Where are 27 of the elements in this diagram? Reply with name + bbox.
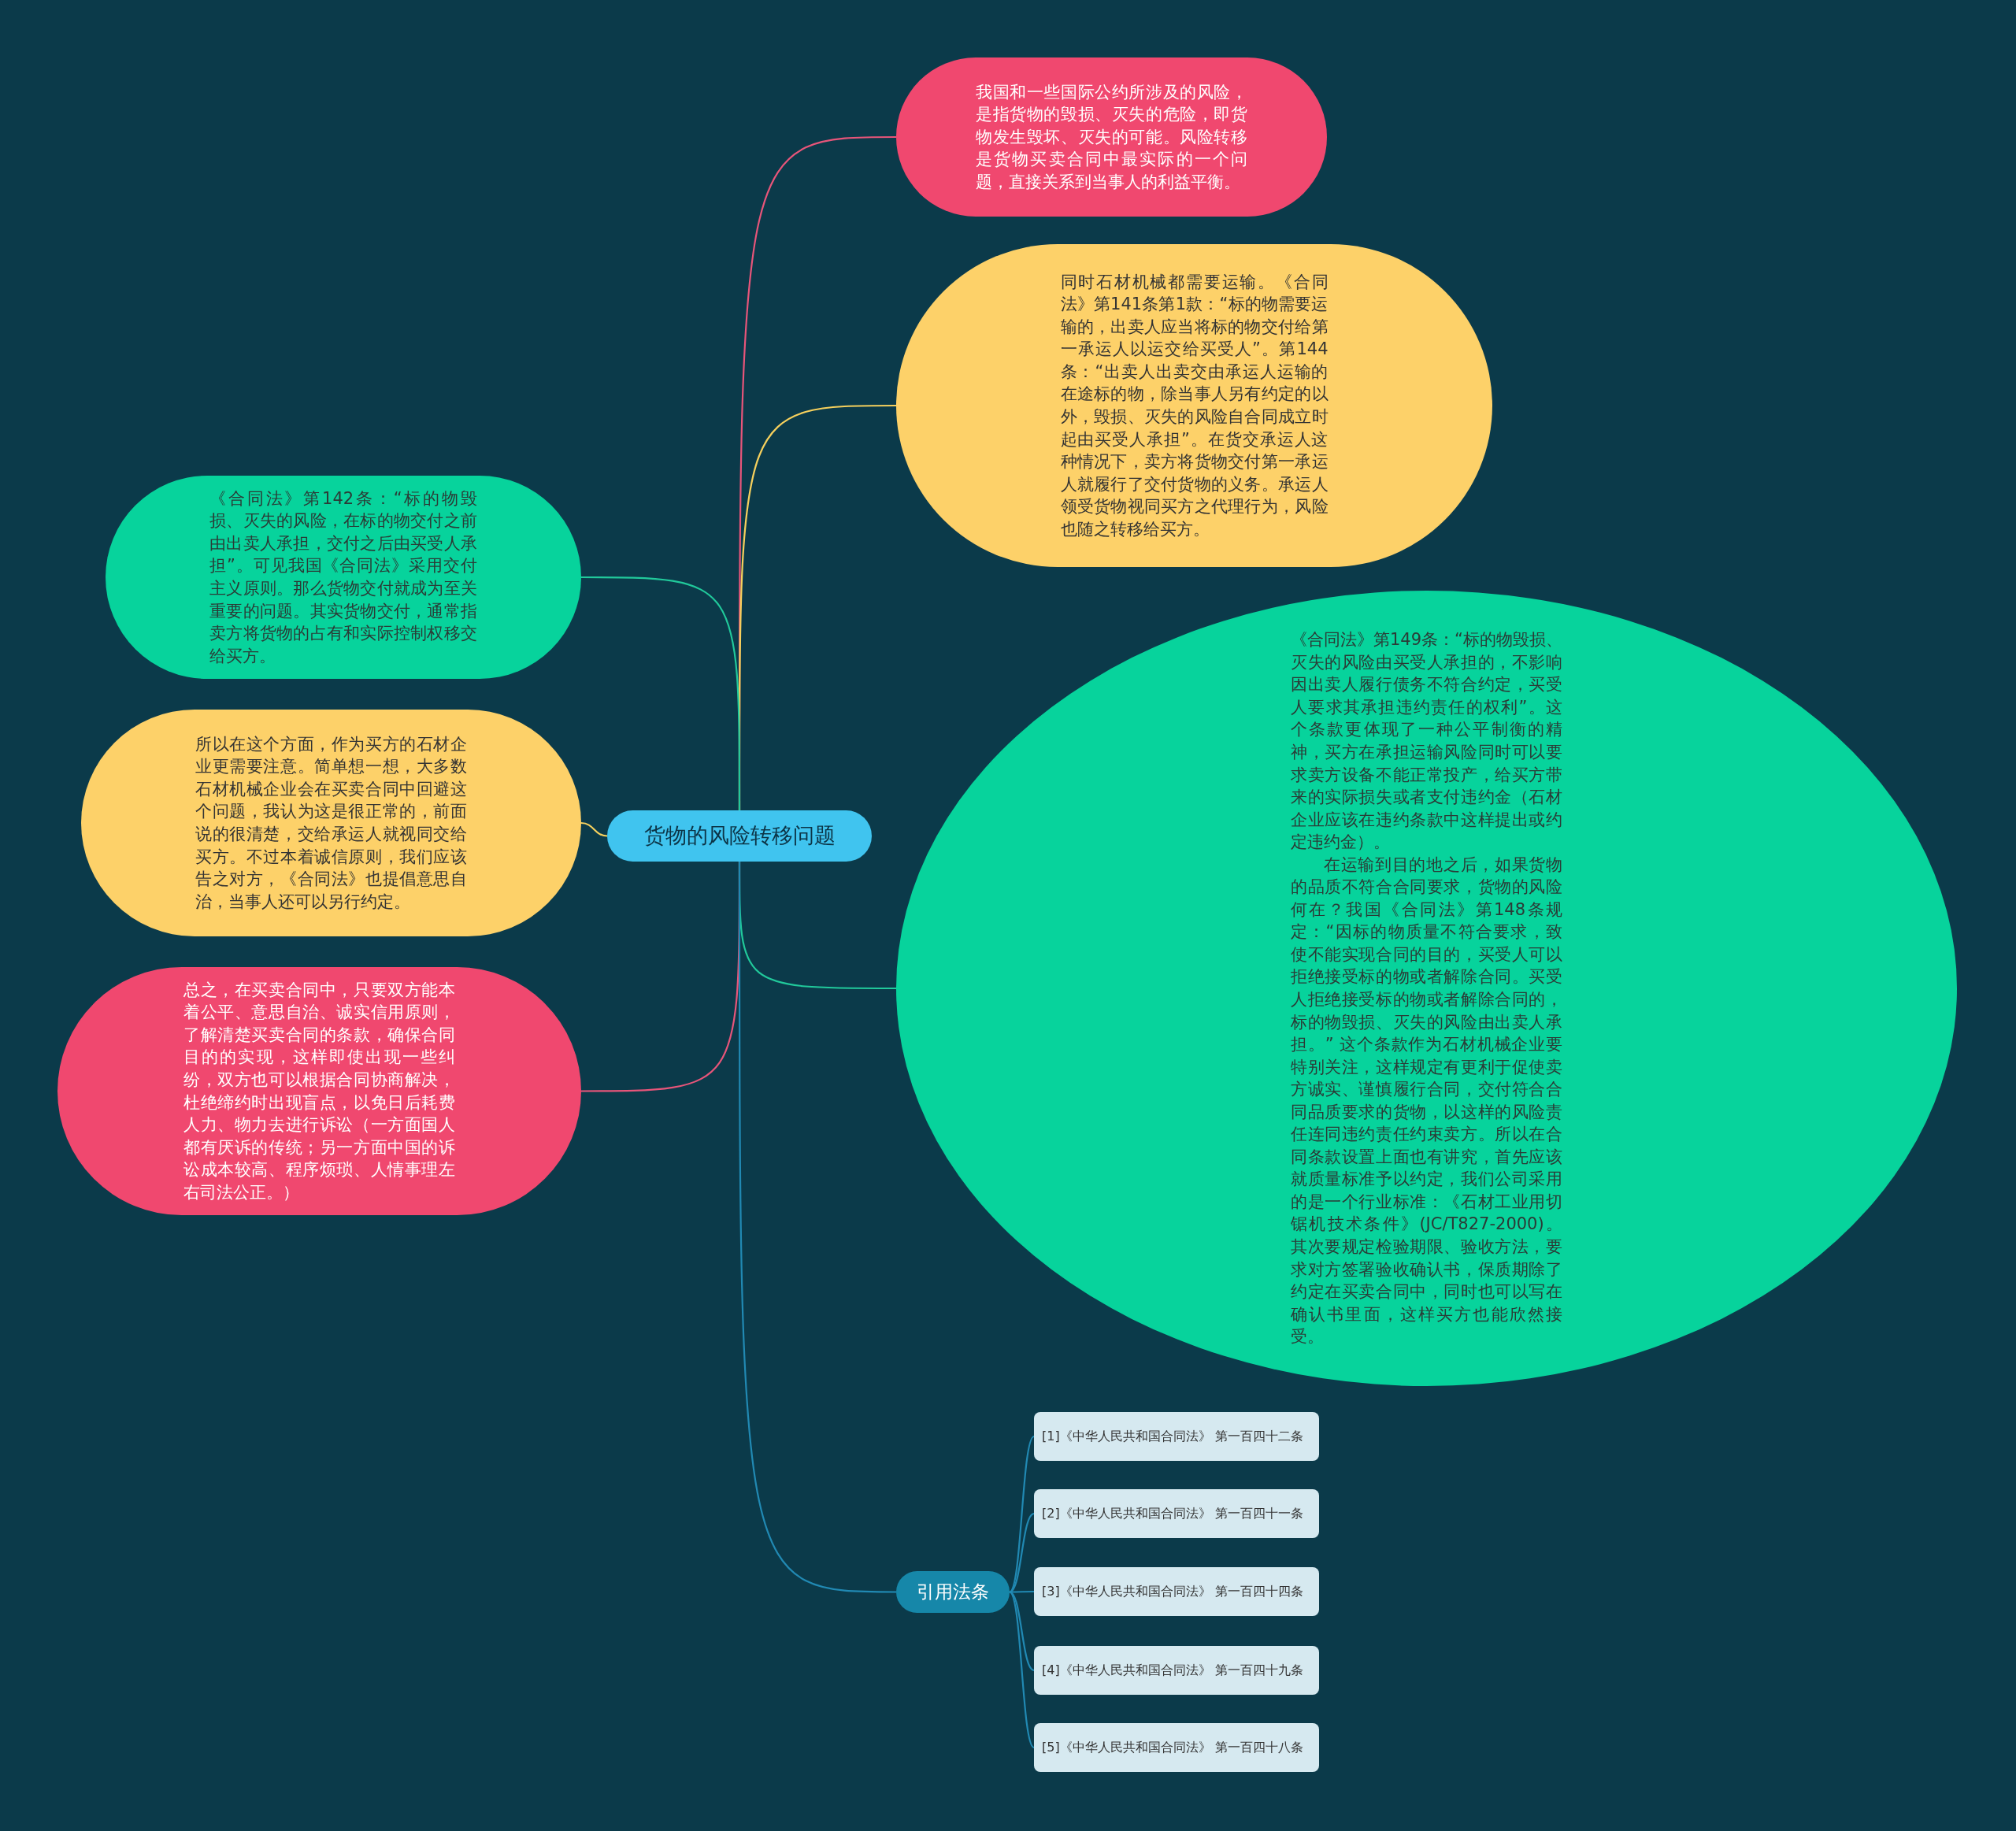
connector-line bbox=[1009, 1436, 1035, 1593]
topic-text: 同时石材机械都需要运输。《合同法》第141条第1款：“标的物需要运输的，出卖人应当将标的物交付给第一承运人以运交给买受人”。第144条：“出卖人出卖交由承运人运输的在途标的物，除当事人另有约定的以外，毁损、灭失的风险自合同成立时起由买受人承担”。在货交承运人这种情况下，卖方将货物交付第一承运人就履行了交付货物的义务。承运人领受货物视同买方之代理行为，风险也随之转移给买方。 bbox=[1060, 271, 1329, 540]
reference-card bbox=[1034, 1646, 1319, 1695]
reference-text: [1]《中华人民共和国合同法》 第一百四十二条 bbox=[1042, 1429, 1303, 1444]
topic-title: 货物的风险转移问题 bbox=[643, 822, 836, 850]
reference-card bbox=[1034, 1723, 1319, 1772]
connector-line bbox=[580, 821, 608, 837]
topic-text: 在运输到目的地之后，如果货物的品质不符合合同要求，货物的风险何在？我国《合同法》第148条规定：“因标的物质量不符合要求，致使不能实现合同的目的，买受人可以拒绝接受标的物或者解除合同。买受人拒绝接受标的物或者解除合同的，标的物毁损、灭失的风险由出卖人承担。” 这个条款作为石材机械企业要特别关注，这样规定有更利于促使卖方诚实、谨慎履行合同，交付符合合同品质要求的货物，以这样的风险责任连同违约责任约束卖方。所以在合同条款设置上面也有讲究，首先应该就质量标准予以约定，我们公司采用的是一个行业标准：《石材工业用切锯机技术条件》(JC/T827-2000)。其次要规定检验期限、验收方法，要求对方签署验收确认书，保质期除了约定在买卖合同中，同时也可以写在确认书里面，这样买方也能欣然接受。 bbox=[1291, 854, 1562, 1348]
subtopic-pill bbox=[896, 1571, 1010, 1613]
reference-card bbox=[1034, 1489, 1319, 1538]
reference-card bbox=[1034, 1412, 1319, 1461]
topic-text: 《合同法》第149条：“标的物毁损、灭失的风险由买受人承担的，不影响因出卖人履行债务不符合约定，买受人要求其承担违约责任的权利”。这个条款更体现了一种公平制衡的精神，买方在承担运输风险同时可以要求卖方设备不能正常投产，给买方带来的实际损失或者支付违约金（石材企业应该在违约条款中这样提出或约定违约金）。 bbox=[1291, 629, 1562, 854]
topic-text: 引用法条 bbox=[916, 1580, 990, 1603]
topic-text: 所以在这个方面，作为买方的石材企业更需要注意。简单想一想，大多数石材机械企业会在买卖合同中回避这个问题，我认为这是很正常的，前面说的很清楚，交给承运人就视同交给买方。不过本着诚信原则，我们应该告之对方，《合同法》也提倡意思自治，当事人还可以另行约定。 bbox=[195, 733, 467, 913]
connector-line bbox=[738, 862, 896, 1593]
connector-line bbox=[1009, 1591, 1035, 1671]
reference-text: [3]《中华人民共和国合同法》 第一百四十四条 bbox=[1042, 1584, 1303, 1599]
connector-line bbox=[1010, 1590, 1034, 1593]
topic-text: 我国和一些国际公约所涉及的风险，是指货物的毁损、灭失的危险，即货物发生毁坏、灭失的可能。风险转移是货物买卖合同中最实际的一个问题，直接关系到当事人的利益平衡。 bbox=[976, 81, 1247, 193]
reference-card bbox=[1034, 1567, 1319, 1616]
reference-text: [5]《中华人民共和国合同法》 第一百四十八条 bbox=[1042, 1740, 1303, 1755]
reference-text: [4]《中华人民共和国合同法》 第一百四十九条 bbox=[1042, 1662, 1303, 1678]
reference-text: [2]《中华人民共和国合同法》 第一百四十一条 bbox=[1042, 1506, 1303, 1522]
connector-line bbox=[581, 576, 741, 810]
topic-text: 《合同法》第142条：“标的物毁损、灭失的风险，在标的物交付之前由出卖人承担，交付之后由买受人承担”。可见我国《合同法》采用交付主义原则。那么货物交付就成为至关重要的问题。其实货物交付，通常指卖方将货物的占有和实际控制权移交给买方。 bbox=[209, 487, 477, 667]
topic-text: 总之，在买卖合同中，只要双方能本着公平、意思自治、诚实信用原则，了解清楚买卖合同的条款，确保合同目的的实现，这样即使出现一些纠纷，双方也可以根据合同协商解决，杜绝缔约时出现盲点，以免日后耗费人力、物力去进行诉讼（一方面国人都有厌诉的传统；另一方面中国的诉讼成本较高、程序烦琐、人情事理左右司法公正。） bbox=[183, 979, 455, 1203]
connector-line bbox=[1009, 1591, 1035, 1748]
